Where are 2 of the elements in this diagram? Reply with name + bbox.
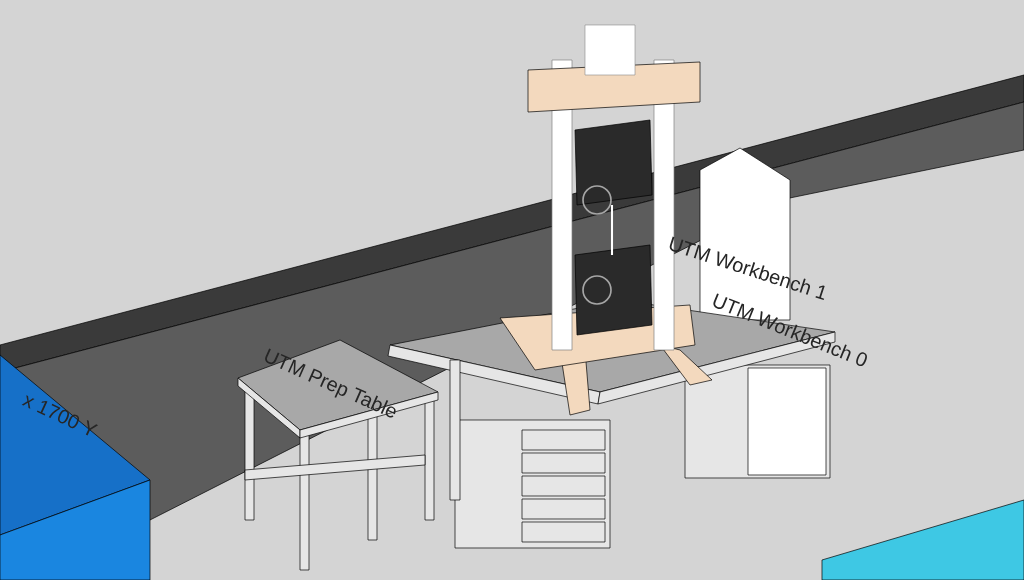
surface-label: UTM Prep Table xyxy=(265,348,396,418)
surface-label: x 1700 Y xyxy=(21,395,99,436)
